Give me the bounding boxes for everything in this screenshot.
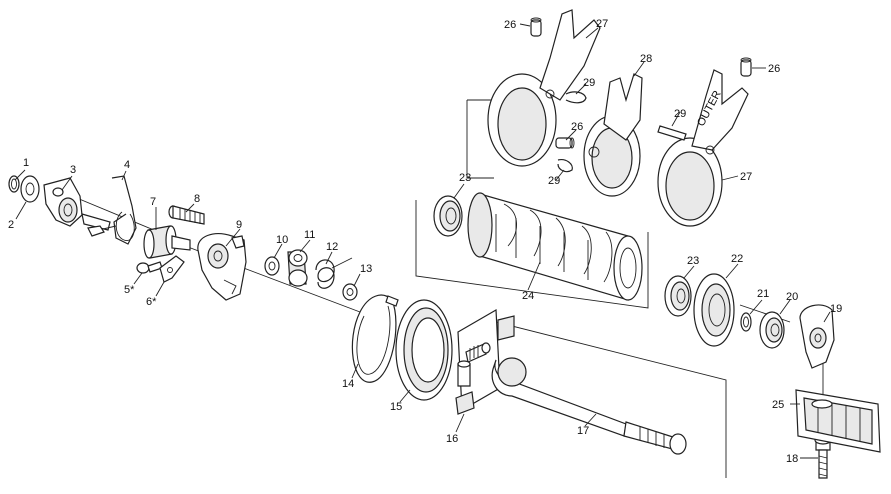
- callout-12: 12: [326, 241, 338, 253]
- callout-19: 19: [830, 303, 842, 315]
- part-8-stud: [168, 205, 205, 225]
- part-23-bearing-left: [433, 195, 463, 237]
- part-12-spring: [315, 257, 353, 289]
- callout-15: 15: [390, 401, 402, 413]
- part-23-bearing-right: [664, 275, 692, 317]
- callout-11: 11: [304, 229, 315, 241]
- callout-9: 9: [236, 219, 242, 231]
- callout-21: 21: [757, 288, 769, 300]
- part-28-shift-fork-center: [583, 73, 643, 197]
- part-26-pin-right: [740, 57, 752, 77]
- part-21-small-circlip: [740, 312, 752, 332]
- callout-1: 1: [23, 157, 29, 169]
- callout-18: 18: [786, 453, 798, 465]
- callout-28: 28: [640, 53, 652, 65]
- part-15-oil-seal: [395, 299, 453, 401]
- part-7-bushing: [143, 225, 191, 259]
- part-5-screw: [136, 261, 163, 274]
- callout-14: 14: [342, 378, 354, 390]
- callout-7: 7: [150, 196, 156, 208]
- part-26-pin-middle: [555, 137, 575, 149]
- leader-lines: [14, 23, 831, 459]
- part-11-roller: [287, 249, 308, 287]
- callout-2: 2: [8, 219, 14, 231]
- part-20-bearing: [759, 311, 785, 349]
- callout-22: 22: [731, 253, 743, 265]
- part-26-pin-top: [530, 17, 542, 37]
- callout-25: 25: [772, 399, 784, 411]
- part-17-shift-shaft: [491, 357, 687, 455]
- callout-5: 5*: [124, 284, 135, 296]
- callout-24: 24: [522, 290, 534, 302]
- callout-labels: 1 2 3 4 5* 6* 7 8 9 10 11 12 13 14 15 16…: [8, 18, 842, 465]
- part-14-large-circlip: [351, 294, 399, 383]
- part-10-washer: [264, 256, 280, 276]
- part-27-shift-fork-right: OUTER: [657, 69, 749, 227]
- callout-23-right: 23: [687, 255, 699, 267]
- part-16-bracket: [455, 308, 515, 415]
- part-4-return-spring: [87, 175, 137, 245]
- part-3-shift-lever: [43, 177, 111, 231]
- part-25-gear-pedal: [795, 389, 881, 453]
- part-2-washer: [20, 175, 40, 203]
- callout-17: 17: [577, 425, 589, 437]
- part-29-clip-top: [565, 91, 587, 104]
- part-19-gear-lever-arm: [799, 304, 835, 369]
- part-22-oil-seal: [693, 273, 735, 347]
- part-6-pawl: [159, 255, 185, 283]
- callout-16: 16: [446, 433, 458, 445]
- part-29-clip-middle: [557, 159, 573, 173]
- callout-27-top: 27: [596, 18, 608, 30]
- part-13-washer: [342, 283, 358, 301]
- callout-20: 20: [786, 291, 798, 303]
- callout-27-right: 27: [740, 171, 752, 183]
- callout-29-right: 29: [674, 108, 686, 120]
- callout-3: 3: [70, 164, 76, 176]
- callout-26-right: 26: [768, 63, 780, 75]
- part-9-selector-plate: [197, 233, 247, 301]
- callout-4: 4: [124, 159, 130, 171]
- callout-29-middle: 29: [548, 175, 560, 187]
- callout-26-top: 26: [504, 19, 516, 31]
- part-27-shift-fork-left: [487, 9, 601, 167]
- callout-6: 6*: [146, 296, 157, 308]
- part-1-circlip: [8, 175, 20, 193]
- callout-13: 13: [360, 263, 372, 275]
- part-29-clip-right: [657, 125, 687, 141]
- part-24-shift-drum: [467, 192, 643, 301]
- callout-29-top: 29: [583, 77, 595, 89]
- callout-8: 8: [194, 193, 200, 205]
- callout-10: 10: [276, 234, 288, 246]
- callout-26-middle: 26: [571, 121, 583, 133]
- callout-23-left: 23: [459, 172, 471, 184]
